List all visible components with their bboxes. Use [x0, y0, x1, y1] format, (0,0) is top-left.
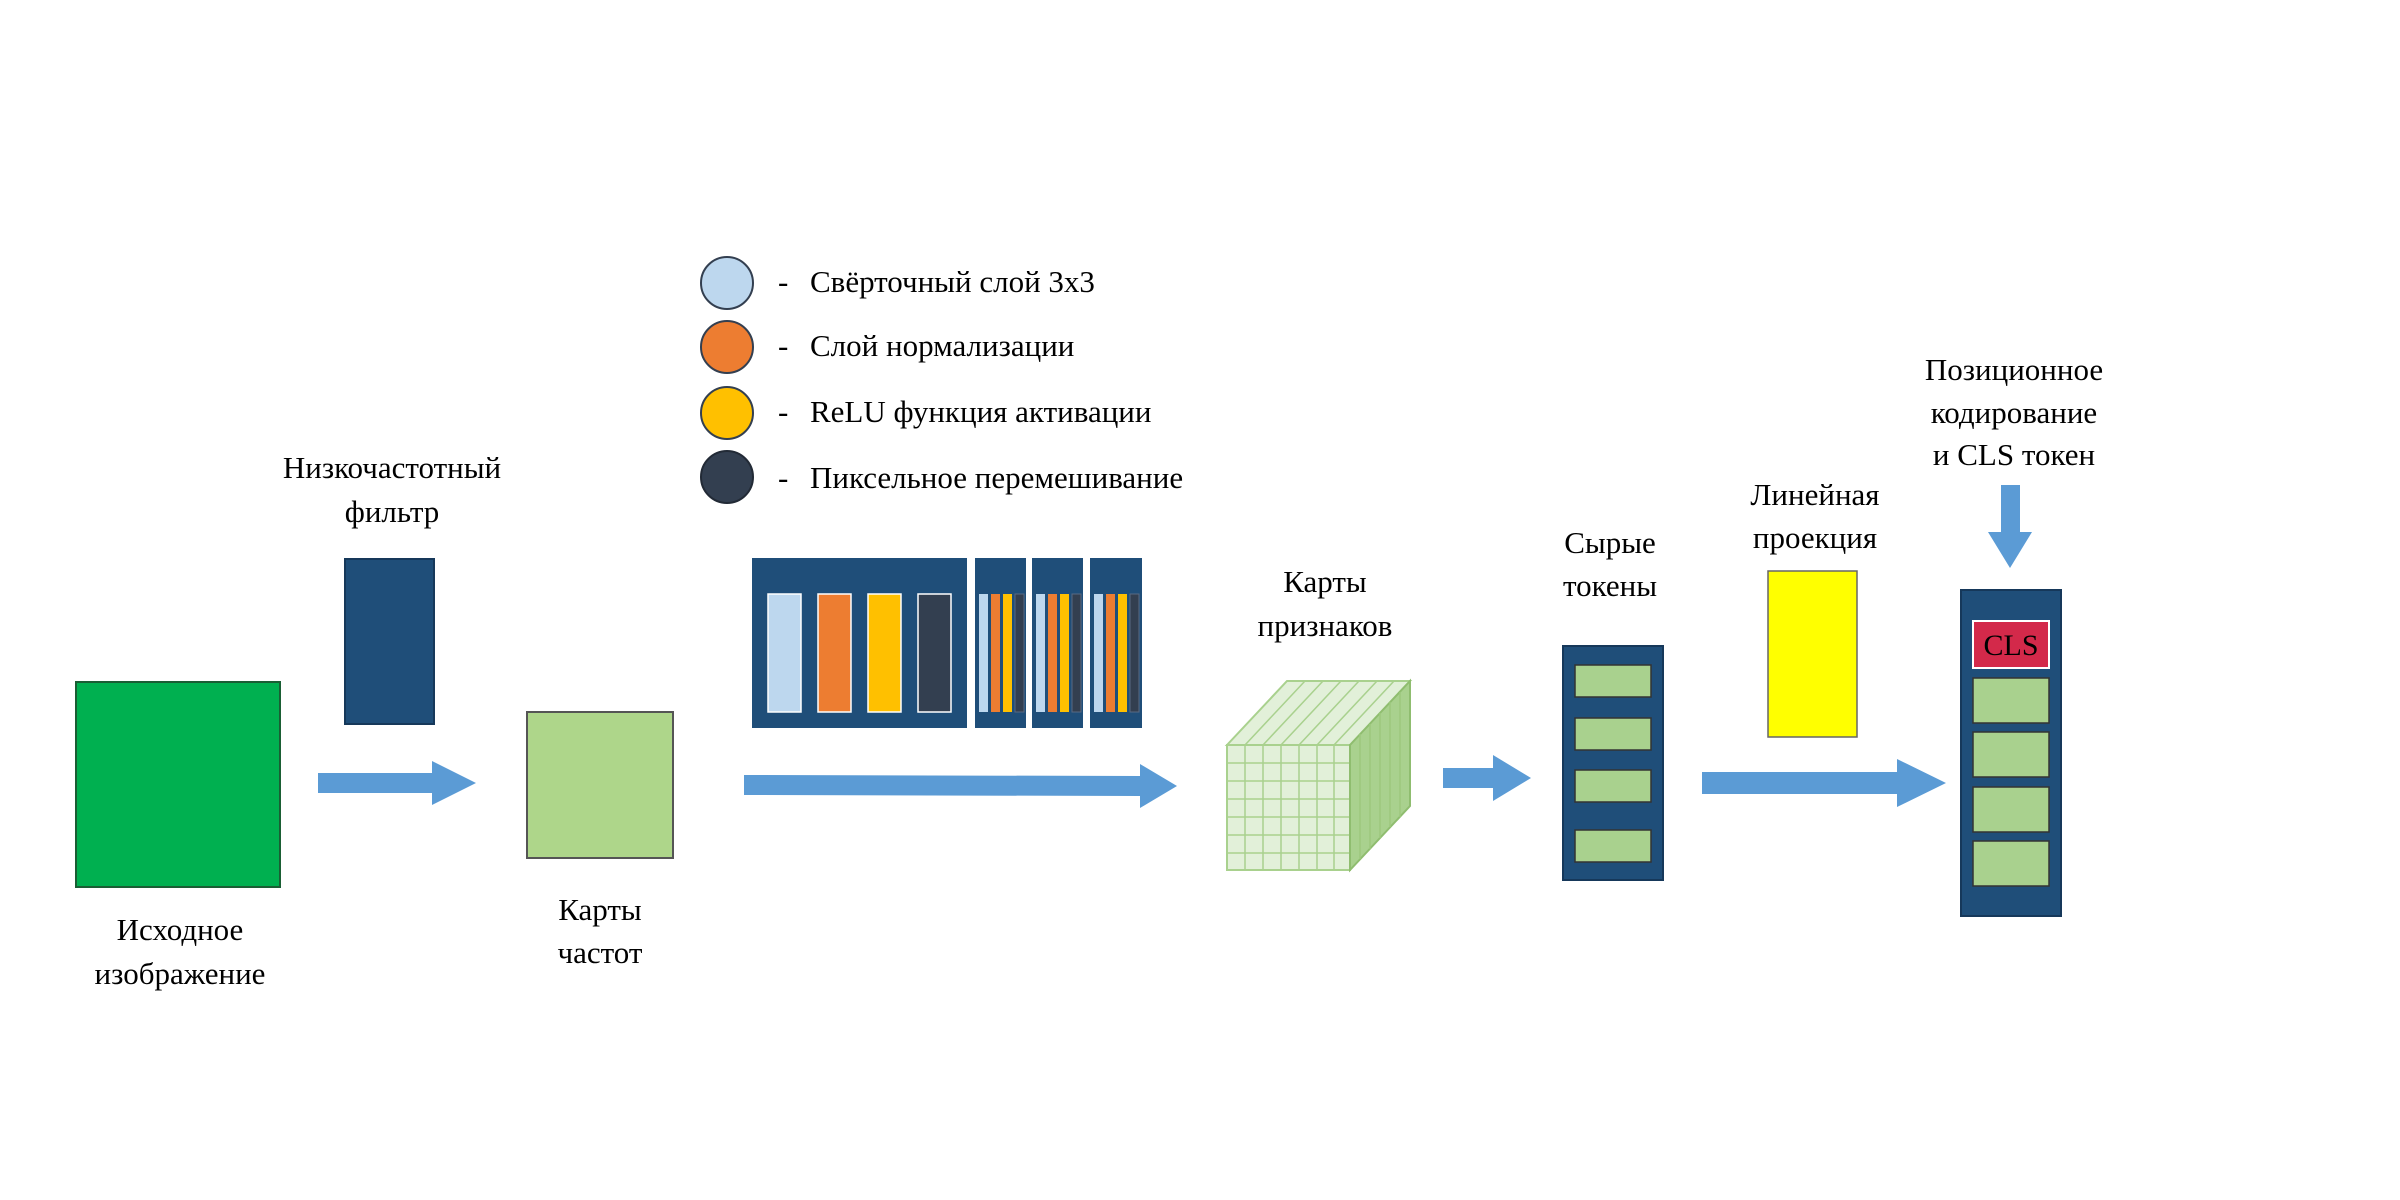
feature-maps-label-2: признаков	[1258, 608, 1393, 643]
legend: - Свёрточный слой 3x3 - Слой нормализаци…	[700, 256, 1183, 504]
conv-block-small-1	[975, 558, 1026, 728]
token	[1972, 677, 2050, 724]
legend-norm-dash: -	[778, 328, 788, 363]
norm-layer-bar	[1048, 594, 1057, 712]
legend-shuffle-dash: -	[778, 460, 788, 495]
final-token-stack: CLS	[1960, 589, 2062, 917]
positional-encoding-label-1: Позиционное	[1925, 352, 2103, 387]
relu-layer-bar	[1118, 594, 1127, 712]
raw-token	[1574, 769, 1652, 803]
raw-token	[1574, 664, 1652, 698]
frequency-map-label-1: Карты	[558, 892, 642, 927]
legend-relu-dash: -	[778, 394, 788, 429]
relu-layer-bar	[1060, 594, 1069, 712]
cls-token	[1972, 620, 2050, 669]
raw-tokens-stack	[1562, 645, 1664, 881]
source-image-box	[75, 681, 281, 888]
legend-relu-label: ReLU функция активации	[810, 394, 1151, 429]
conv-layer-bar	[767, 593, 802, 713]
token	[1972, 840, 2050, 887]
positional-encoding-label-2: кодирование	[1931, 395, 2097, 430]
legend-conv-dash: -	[778, 264, 788, 299]
legend-norm-label: Слой нормализации	[810, 328, 1074, 363]
conv-layer-bar	[979, 594, 988, 712]
token	[1972, 786, 2050, 833]
conv-layer-bar	[1036, 594, 1045, 712]
arrow-conv	[744, 764, 1177, 808]
raw-tokens-label-2: токены	[1563, 568, 1657, 603]
linear-projection-box	[1767, 570, 1858, 738]
relu-layer-bar	[867, 593, 902, 713]
legend-relu-swatch	[700, 386, 754, 440]
conv-block-small-2	[1032, 558, 1083, 728]
raw-token	[1574, 829, 1652, 863]
conv-block-large	[752, 558, 967, 728]
feature-maps-cube	[1224, 678, 1413, 873]
cube-front-face	[1226, 744, 1351, 871]
legend-shuffle-label: Пиксельное перемешивание	[810, 460, 1183, 495]
legend-conv-swatch	[700, 256, 754, 310]
frequency-map-label-2: частот	[558, 935, 643, 970]
arrow-filter	[318, 761, 476, 805]
raw-tokens-label-1: Сырые	[1564, 525, 1656, 560]
arrow-projection	[1702, 759, 1946, 807]
shuffle-layer-bar	[917, 593, 952, 713]
filter-label-2: фильтр	[345, 494, 440, 529]
cls-token-label: CLS	[1983, 629, 2038, 662]
conv-block-small-3	[1090, 558, 1142, 728]
frequency-map-box	[526, 711, 674, 859]
filter-label-1: Низкочастотный	[283, 450, 501, 485]
raw-token	[1574, 717, 1652, 751]
feature-maps-label-1: Карты	[1283, 564, 1367, 599]
legend-norm-swatch	[700, 320, 754, 374]
linear-projection-label-2: проекция	[1753, 520, 1877, 555]
legend-conv-label: Свёрточный слой 3x3	[810, 264, 1095, 299]
arrow-tokens	[1443, 755, 1531, 801]
positional-encoding-label-3: и CLS токен	[1933, 437, 2095, 472]
arrow-down	[1988, 485, 2032, 568]
norm-layer-bar	[1106, 594, 1115, 712]
source-image-label-1: Исходное	[117, 912, 244, 947]
shuffle-layer-bar	[1014, 593, 1025, 713]
legend-shuffle-swatch	[700, 450, 754, 504]
low-pass-filter-box	[344, 558, 435, 725]
linear-projection-label-1: Линейная	[1750, 477, 1879, 512]
conv-layer-bar	[1094, 594, 1103, 712]
norm-layer-bar	[991, 594, 1000, 712]
norm-layer-bar	[817, 593, 852, 713]
relu-layer-bar	[1003, 594, 1012, 712]
token	[1972, 731, 2050, 778]
shuffle-layer-bar	[1071, 593, 1082, 713]
shuffle-layer-bar	[1129, 593, 1140, 713]
source-image-label-2: изображение	[95, 956, 266, 991]
